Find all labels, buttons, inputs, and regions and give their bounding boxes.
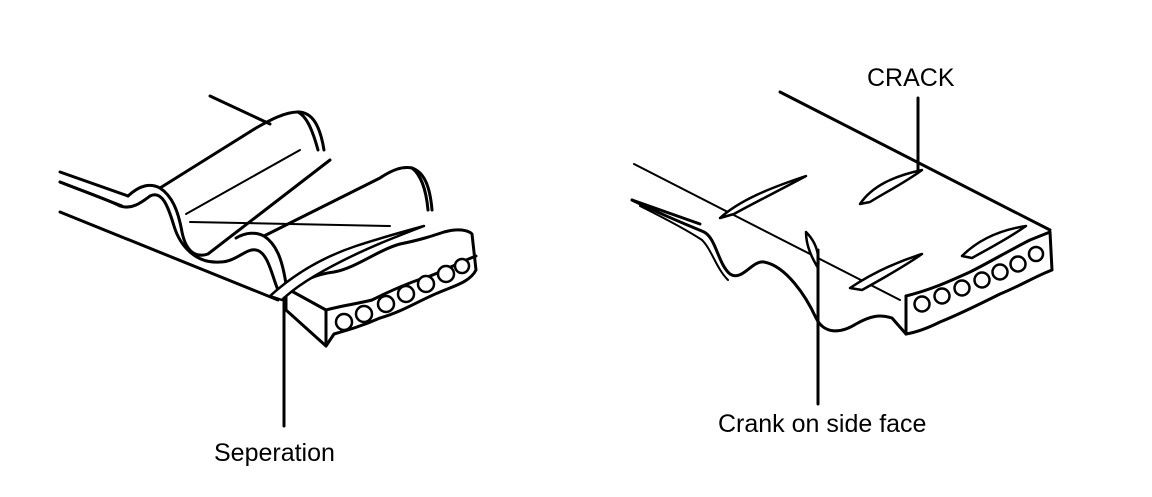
separation-label: Seperation xyxy=(214,439,335,467)
left-belt-illustration xyxy=(58,94,478,428)
crack-label: CRACK xyxy=(867,64,955,92)
right-belt-illustration xyxy=(630,90,1054,406)
side-face-crack-label: Crank on side face xyxy=(718,410,926,438)
